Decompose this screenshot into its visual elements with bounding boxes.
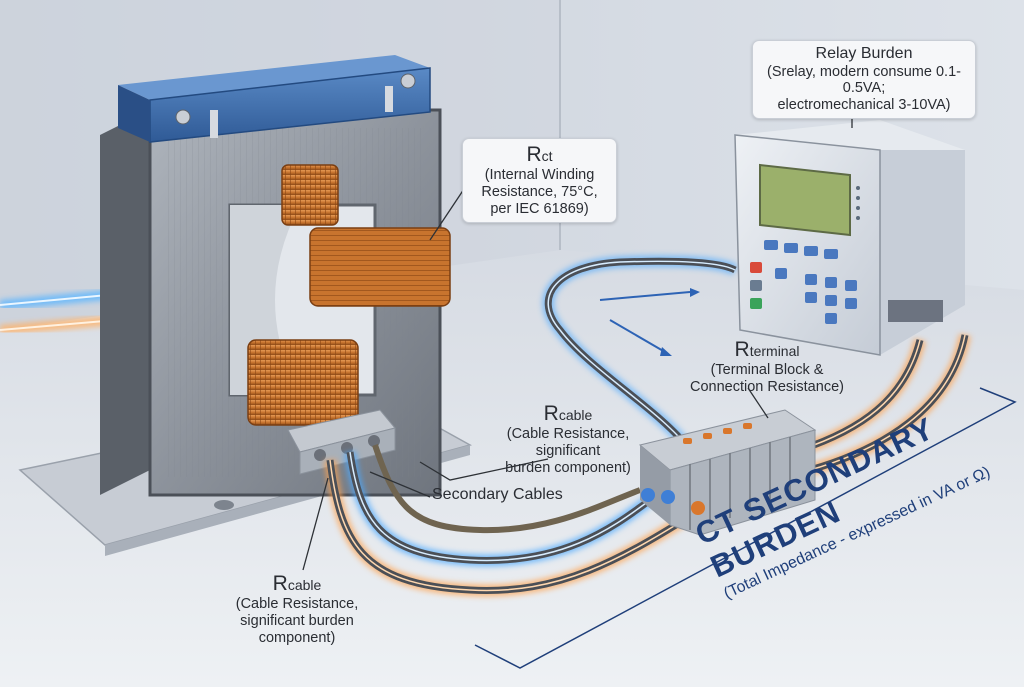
current-transformer [100, 55, 451, 497]
rterminal-symbol: R [734, 338, 750, 361]
rct-line2: Resistance, 75°C, [481, 184, 598, 201]
ct-side-face [100, 110, 150, 495]
rcable-left-line2: significant burden [240, 613, 354, 630]
rcable-left-subscript: cable [287, 577, 322, 593]
relay-burden-line2: electromechanical 3-10VA) [777, 97, 951, 114]
rcable-right-callout: Rcable (Cable Resistance, significant bu… [488, 402, 648, 477]
rterminal-line1: (Terminal Block & [710, 362, 824, 379]
rcable-right-subscript: cable [558, 407, 593, 423]
primary-coil-top [281, 164, 339, 226]
rcable-left-symbol: R [272, 572, 288, 595]
relay-burden-line1: (Srelay, modern consume 0.1-0.5VA; [767, 63, 961, 97]
burden-bracket [474, 387, 1017, 669]
relay-lcd-screen [759, 163, 851, 237]
relay-front [734, 134, 881, 356]
terminal-block [638, 409, 817, 536]
primary-coil-bottom [247, 339, 359, 426]
cover-clip [210, 110, 218, 138]
rcable-right-symbol: R [543, 402, 559, 425]
rcable-left-line1: (Cable Resistance, [235, 596, 359, 613]
rterminal-line2: Connection Resistance) [690, 379, 844, 396]
cable-ferrule [641, 488, 655, 502]
secondary-cables-label: Secondary Cables [432, 486, 563, 503]
ct-cover-top [118, 55, 430, 100]
rct-line1: (Internal Winding [484, 167, 595, 184]
rcable-left-callout: Rcable (Cable Resistance, significant bu… [222, 572, 372, 647]
rcable-right-line2: significant [535, 443, 601, 460]
protection-relay [734, 120, 965, 356]
relay-burden-callout: Relay Burden (Srelay, modern consume 0.1… [752, 40, 976, 119]
cover-clip [385, 86, 393, 112]
rcable-right-line1: (Cable Resistance, [506, 426, 630, 443]
relay-burden-title: Relay Burden [815, 45, 913, 62]
ct-terminal-screw [368, 435, 380, 447]
rterminal-subscript: terminal [749, 343, 800, 359]
cover-bolt [400, 73, 416, 89]
secondary-winding [309, 227, 451, 307]
rcable-left-line3: component) [258, 629, 336, 646]
relay-terminal-strip [888, 300, 943, 322]
cable-ferrule [691, 501, 705, 515]
rct-subscript: ct [541, 148, 553, 164]
base-bolt [214, 500, 234, 510]
secondary-cables [324, 255, 971, 597]
rct-callout: Rct (Internal Winding Resistance, 75°C, … [462, 138, 617, 223]
rcable-right-line3: burden component) [505, 459, 631, 476]
rct-line3: per IEC 61869) [490, 200, 589, 217]
cable-ferrule [661, 490, 675, 504]
ct-terminal-screw [314, 449, 326, 461]
rterminal-callout: Rterminal (Terminal Block & Connection R… [672, 338, 862, 396]
ct-cover-side [118, 85, 150, 142]
cover-bolt [175, 109, 191, 125]
rct-symbol: R [526, 143, 542, 166]
callout-leaders [302, 110, 853, 571]
ct-terminal-screw [341, 442, 353, 454]
terminal-block-side [640, 445, 670, 525]
